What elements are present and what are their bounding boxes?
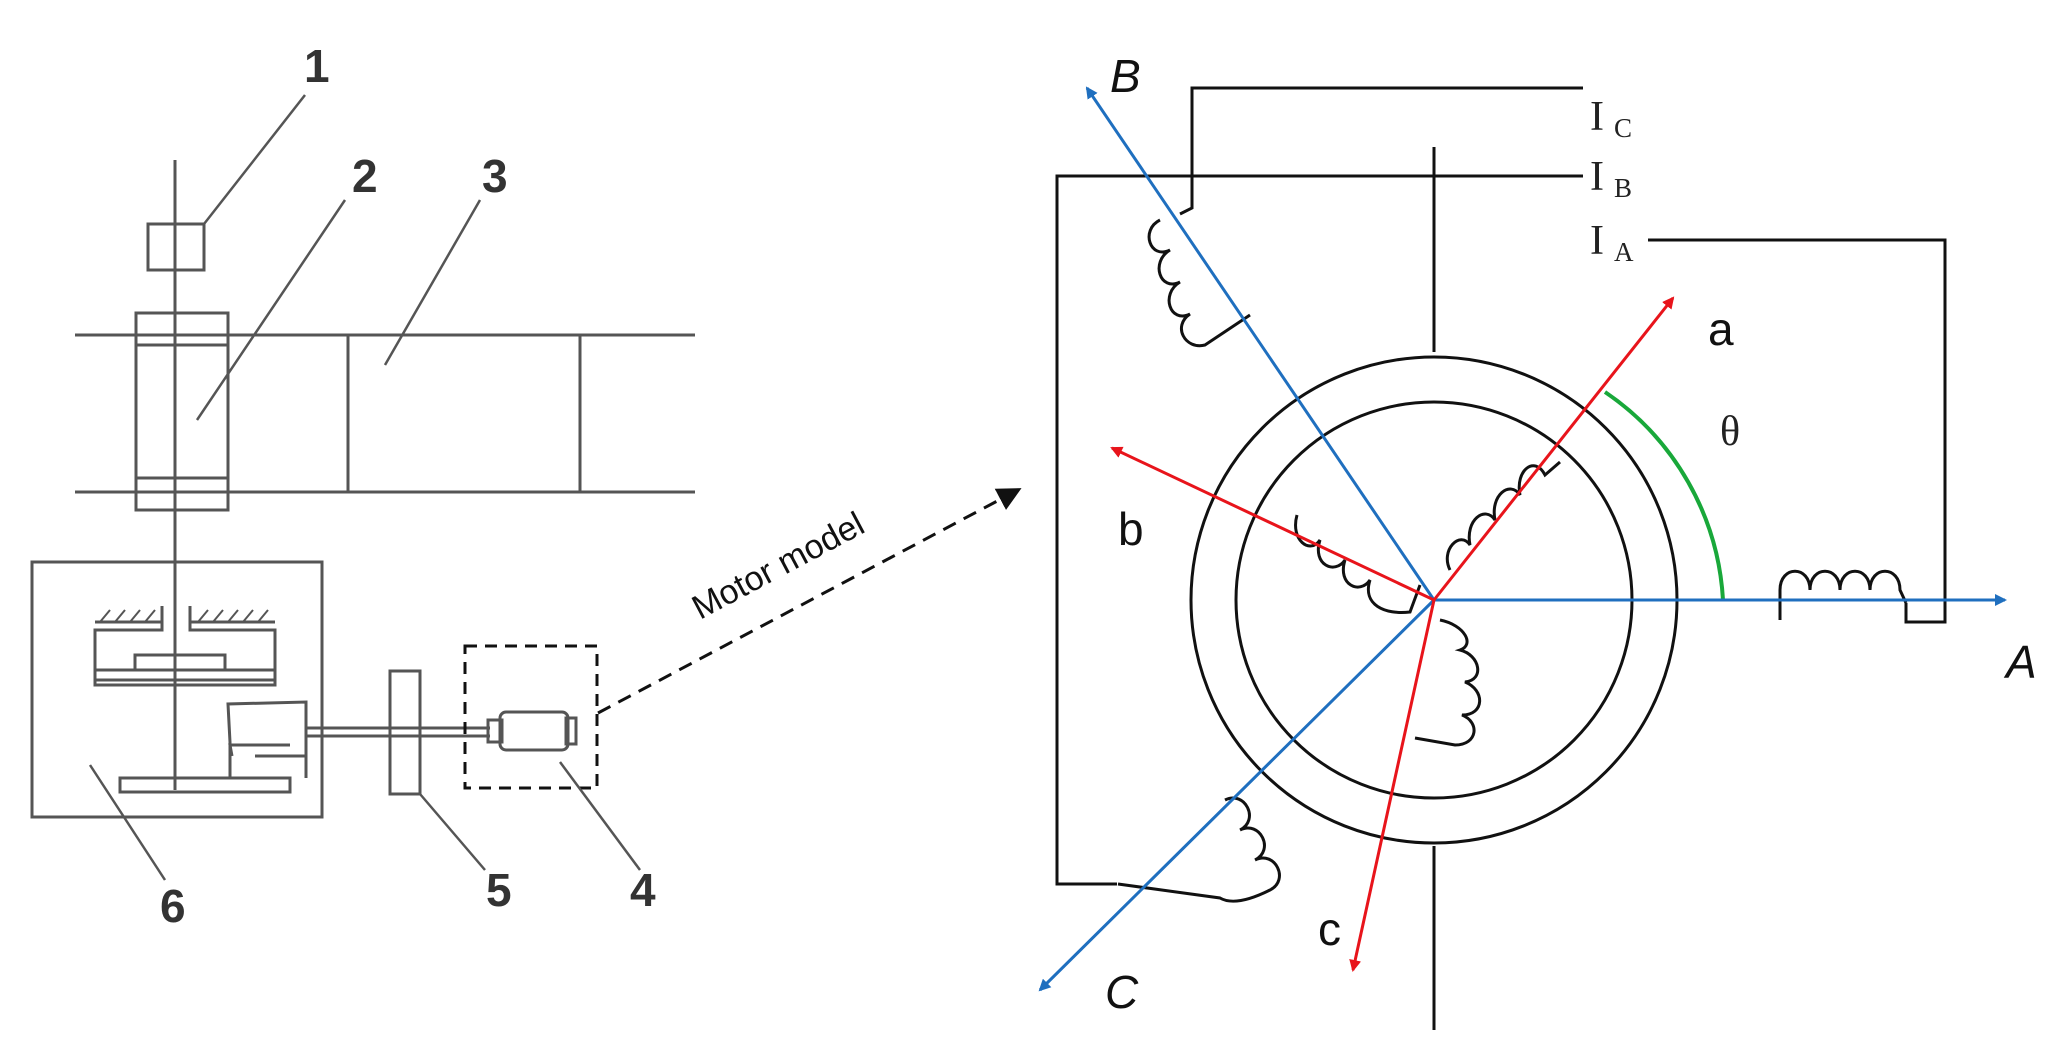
axis-c-arrow [1349, 599, 1436, 972]
current-IB-sub: B [1614, 173, 1632, 203]
current-IB-base: I [1590, 154, 1604, 200]
axis-A-label: A [2003, 636, 2037, 688]
callout-6: 6 [160, 880, 186, 932]
motor-model [1038, 86, 2007, 1030]
current-IA-sub: A [1614, 237, 1634, 267]
current-labels: I C I B I A [1590, 94, 1634, 267]
stator-wiring [1055, 86, 1947, 886]
coupling [388, 669, 422, 796]
gearbox-housing [30, 560, 324, 819]
motor-icon [498, 710, 570, 752]
current-IC-base: I [1590, 94, 1604, 140]
roller [134, 311, 230, 512]
axis-a-arrow [1432, 296, 1675, 601]
callout-5: 5 [486, 864, 512, 916]
axis-B-label: B [1110, 50, 1141, 102]
axis-c-label: c [1318, 903, 1341, 955]
axis-a-label: a [1708, 303, 1734, 355]
callout-1: 1 [304, 40, 330, 92]
theta-label: θ [1720, 409, 1740, 455]
callout-2: 2 [352, 150, 378, 202]
axis-B-arrow [1085, 86, 1436, 601]
axis-C-arrow [1038, 598, 1436, 992]
callout-leaders [88, 94, 642, 881]
current-IA-base: I [1590, 218, 1604, 264]
axis-C-label: C [1105, 966, 1139, 1018]
current-IC-sub: C [1614, 113, 1632, 143]
rotor-coils [1294, 460, 1561, 747]
theta-arc [1603, 390, 1725, 601]
motor-highlight-box [463, 644, 599, 790]
axis-b-arrow [1110, 446, 1435, 602]
callout-3: 3 [482, 150, 508, 202]
callout-4: 4 [630, 864, 656, 916]
motor-model-label: Motor model [686, 505, 871, 627]
motor-model-arrow [597, 488, 1022, 715]
stator-coils [1117, 218, 1908, 903]
axis-b-label: b [1118, 503, 1144, 555]
mechanical-schematic [30, 160, 695, 819]
sensor-block [146, 222, 206, 272]
